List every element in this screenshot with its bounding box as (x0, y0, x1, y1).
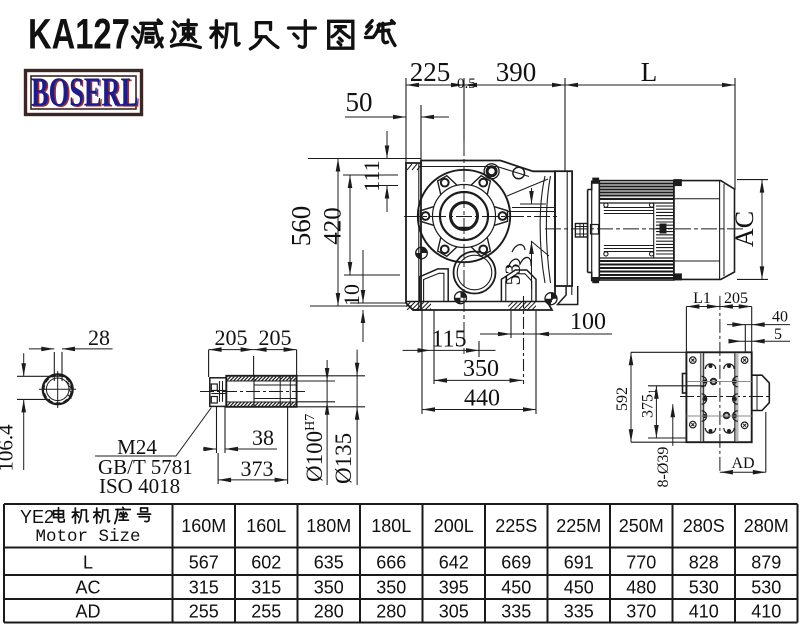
svg-text:440: 440 (464, 386, 500, 412)
svg-text:395: 395 (439, 578, 469, 598)
svg-text:560: 560 (286, 206, 316, 247)
svg-text:Ø135: Ø135 (331, 433, 356, 484)
svg-text:450: 450 (501, 578, 531, 598)
svg-text:350: 350 (463, 356, 499, 382)
svg-text:205: 205 (215, 325, 248, 350)
svg-text:KA127: KA127 (28, 12, 130, 59)
svg-text:450: 450 (564, 578, 594, 598)
svg-text:691: 691 (564, 553, 594, 573)
svg-text:160L: 160L (246, 516, 286, 536)
svg-text:160M: 160M (181, 516, 226, 536)
svg-text:828: 828 (689, 553, 719, 573)
svg-text:530: 530 (751, 578, 781, 598)
svg-text:635: 635 (314, 553, 344, 573)
svg-text:390: 390 (496, 57, 537, 87)
svg-text:669: 669 (501, 553, 531, 573)
svg-text:225M: 225M (556, 516, 601, 536)
svg-text:225: 225 (410, 57, 451, 87)
svg-text:280M: 280M (744, 516, 789, 536)
svg-text:180M: 180M (306, 516, 351, 536)
svg-text:YE2: YE2 (20, 507, 54, 527)
svg-text:255: 255 (251, 602, 281, 622)
svg-text:410: 410 (689, 602, 719, 622)
svg-text:480: 480 (626, 578, 656, 598)
svg-text:280: 280 (314, 602, 344, 622)
svg-text:315: 315 (189, 578, 219, 598)
svg-text:255: 255 (189, 602, 219, 622)
svg-text:420: 420 (320, 207, 347, 245)
svg-text:AC: AC (75, 578, 100, 598)
svg-text:205: 205 (724, 290, 748, 307)
svg-text:666: 666 (376, 553, 406, 573)
svg-text:879: 879 (751, 553, 781, 573)
svg-text:410: 410 (751, 602, 781, 622)
svg-text:106.4: 106.4 (0, 424, 18, 472)
svg-text:335: 335 (564, 602, 594, 622)
svg-text:373: 373 (241, 456, 274, 481)
svg-text:602: 602 (251, 553, 281, 573)
svg-text:335: 335 (501, 602, 531, 622)
svg-text:642: 642 (439, 553, 469, 573)
svg-text:AC: AC (730, 211, 759, 247)
svg-text:8-Ø39: 8-Ø39 (655, 447, 672, 488)
svg-text:370: 370 (626, 602, 656, 622)
svg-text:305: 305 (439, 602, 469, 622)
svg-text:53: 53 (500, 264, 525, 286)
svg-text:AD: AD (731, 455, 754, 472)
svg-text:10: 10 (339, 284, 364, 306)
svg-text:ISO 4018: ISO 4018 (99, 474, 180, 498)
svg-text:770: 770 (626, 553, 656, 573)
svg-text:GB/T 5781: GB/T 5781 (98, 455, 193, 479)
svg-text:350: 350 (314, 578, 344, 598)
svg-text:5: 5 (774, 326, 782, 343)
svg-text:Motor Size: Motor Size (35, 527, 140, 547)
svg-text:40: 40 (772, 309, 788, 326)
svg-text:180L: 180L (371, 516, 411, 536)
svg-text:Ø100H7: Ø100H7 (302, 414, 327, 482)
svg-text:100: 100 (570, 309, 606, 335)
svg-text:115: 115 (431, 327, 466, 353)
svg-text:592: 592 (614, 387, 631, 411)
svg-text:50: 50 (346, 87, 373, 117)
svg-text:315: 315 (251, 578, 281, 598)
svg-text:530: 530 (689, 578, 719, 598)
svg-text:280: 280 (376, 602, 406, 622)
svg-text:L: L (641, 57, 658, 87)
svg-text:BOSERL: BOSERL (33, 71, 140, 116)
svg-text:AD: AD (75, 602, 100, 622)
svg-text:200L: 200L (434, 516, 474, 536)
svg-text:28: 28 (88, 325, 110, 350)
svg-text:M24: M24 (117, 435, 157, 459)
svg-text:567: 567 (189, 553, 219, 573)
svg-text:111: 111 (359, 160, 384, 191)
svg-text:280S: 280S (683, 516, 725, 536)
svg-text:L1: L1 (693, 290, 711, 307)
svg-text:3751: 3751 (640, 389, 659, 418)
svg-text:38: 38 (252, 425, 274, 450)
svg-text:205: 205 (259, 325, 292, 350)
svg-text:350: 350 (376, 578, 406, 598)
svg-text:L: L (83, 553, 93, 573)
svg-text:250M: 250M (619, 516, 664, 536)
svg-text:BOSERL: BOSERL (31, 70, 138, 115)
svg-text:225S: 225S (495, 516, 537, 536)
